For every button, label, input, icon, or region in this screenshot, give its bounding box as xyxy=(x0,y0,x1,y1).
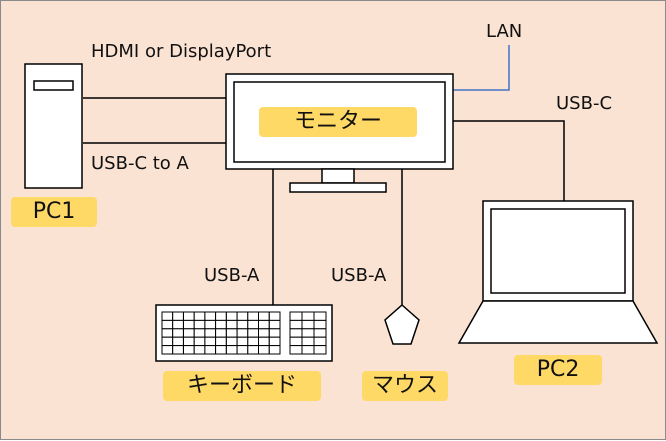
keyboard-key xyxy=(236,319,249,330)
keyboard-key xyxy=(172,345,184,355)
keyboard-key xyxy=(183,345,195,355)
keyboard-key xyxy=(268,336,281,347)
keyboard-key xyxy=(172,319,184,330)
keyboard-key xyxy=(313,345,327,355)
keyboard-key xyxy=(161,319,174,330)
keyboard-key xyxy=(183,311,195,321)
keyboard-key xyxy=(193,328,206,338)
keyboard-key xyxy=(313,336,327,347)
keyboard-key xyxy=(289,328,303,338)
monitor-label: モニター xyxy=(259,107,417,137)
keyboard-key xyxy=(247,345,260,355)
keyboard-key xyxy=(236,328,249,338)
mouse-label: マウス xyxy=(362,371,448,401)
keyboard-key xyxy=(193,345,206,355)
pc1-label: PC1 xyxy=(11,197,97,227)
mouse-usb-label: USB-A xyxy=(331,265,387,286)
pc2-label: PC2 xyxy=(514,355,602,385)
keyboard-key xyxy=(204,345,217,355)
keyboard-key xyxy=(268,328,281,338)
keyboard-key xyxy=(204,311,217,321)
keyboard-key xyxy=(225,328,238,338)
usb-c-cable xyxy=(453,120,565,201)
keyboard-key xyxy=(193,336,206,347)
keyboard-key xyxy=(215,319,227,330)
keyboard-key xyxy=(301,336,315,347)
keyboard-key xyxy=(172,336,184,347)
keyboard-key xyxy=(247,311,260,321)
keyboard-key xyxy=(289,311,303,321)
lan-label: LAN xyxy=(486,21,523,42)
keyboard-key xyxy=(204,319,217,330)
keyboard-key xyxy=(183,319,195,330)
keyboard-key xyxy=(193,319,206,330)
keyboard-key xyxy=(161,328,174,338)
keyboard-key xyxy=(204,336,217,347)
keyboard-key xyxy=(172,328,184,338)
keyboard-key xyxy=(183,336,195,347)
lan-cable xyxy=(453,45,510,91)
keyboard-key xyxy=(215,336,227,347)
keyboard-key xyxy=(215,345,227,355)
keyboard-key xyxy=(301,319,315,330)
mouse-icon xyxy=(384,303,420,345)
keyboard-key xyxy=(161,336,174,347)
keyboard-label: キーボード xyxy=(163,371,321,401)
keyboard-key xyxy=(268,319,281,330)
usb-c-to-a-label: USB-C to A xyxy=(91,153,189,174)
keyboard-key xyxy=(313,319,327,330)
keyboard-key xyxy=(236,311,249,321)
keyboard-key xyxy=(225,319,238,330)
keyboard-key xyxy=(258,311,270,321)
keyboard-key xyxy=(258,319,270,330)
keyboard-key xyxy=(236,345,249,355)
keyboard-key xyxy=(225,311,238,321)
keyboard-key xyxy=(204,328,217,338)
usb-c-label: USB-C xyxy=(556,93,613,114)
keyboard-key xyxy=(301,328,315,338)
keyboard-key xyxy=(268,311,281,321)
keyboard-key xyxy=(215,311,227,321)
keyboard-key xyxy=(236,336,249,347)
keyboard-key xyxy=(247,328,260,338)
pc1-tower-icon xyxy=(24,63,83,189)
keyboard-key xyxy=(183,328,195,338)
laptop-icon xyxy=(457,200,659,344)
keyboard-key xyxy=(193,311,206,321)
keyboard-key xyxy=(225,336,238,347)
keyboard-key xyxy=(225,345,238,355)
keyboard-key xyxy=(301,311,315,321)
keyboard-key xyxy=(289,345,303,355)
keyboard-key xyxy=(301,345,315,355)
hdmi-label: HDMI or DisplayPort xyxy=(91,41,272,62)
keyboard-key xyxy=(289,336,303,347)
keyboard-usb-label: USB-A xyxy=(204,265,260,286)
keyboard-icon xyxy=(155,304,333,362)
keyboard-key xyxy=(258,328,270,338)
keyboard-key xyxy=(313,328,327,338)
keyboard-key xyxy=(258,336,270,347)
keyboard-key xyxy=(247,319,260,330)
keyboard-key xyxy=(161,311,174,321)
keyboard-key xyxy=(258,345,270,355)
keyboard-key xyxy=(161,345,174,355)
keyboard-key xyxy=(313,311,327,321)
keyboard-key xyxy=(268,345,281,355)
keyboard-key xyxy=(247,336,260,347)
keyboard-key xyxy=(172,311,184,321)
keyboard-key xyxy=(289,319,303,330)
keyboard-key xyxy=(215,328,227,338)
